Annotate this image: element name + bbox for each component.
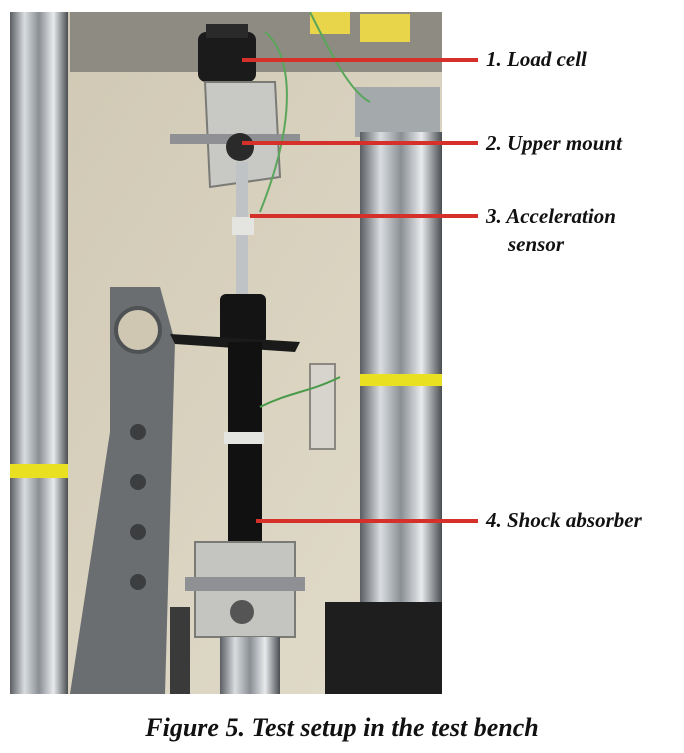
warning-label: [310, 12, 350, 34]
shock-absorber: [228, 342, 262, 572]
figure-caption: Figure 5. Test setup in the test bench: [145, 713, 539, 742]
acceleration-sensor-clip: [232, 217, 254, 235]
callout-text: Upper mount: [507, 131, 622, 155]
callout-text: Acceleration: [506, 204, 616, 228]
callout-label-shock-absorber: 4. Shock absorber: [486, 508, 642, 532]
left-column-tape: [10, 464, 68, 478]
left-bracket: [70, 287, 175, 694]
callout-line-shock-absorber: [256, 519, 478, 523]
callout-text-line2: sensor: [508, 232, 565, 256]
right-column-collar: [355, 87, 440, 137]
warning-label-2: [360, 14, 410, 42]
test-bench-photo: [10, 12, 442, 694]
callout-text: Shock absorber: [507, 508, 642, 532]
callout-line-acceleration-sensor: [250, 214, 478, 218]
test-bench-illustration: [10, 12, 442, 694]
side-sensor: [309, 363, 336, 450]
callout-number: 4.: [486, 508, 502, 532]
load-cell: [198, 32, 256, 82]
callout-text: Load cell: [507, 47, 587, 71]
callout-number: 1.: [486, 47, 502, 71]
callout-label-acceleration-sensor-line2: sensor: [508, 232, 564, 256]
actuator-rod: [220, 637, 280, 694]
callout-number: 3.: [486, 204, 502, 228]
callout-line-load-cell: [242, 58, 478, 62]
callout-number: 2.: [486, 131, 502, 155]
right-base-block: [325, 602, 442, 694]
callout-label-upper-mount: 2. Upper mount: [486, 131, 622, 155]
callout-label-load-cell: 1. Load cell: [486, 47, 587, 71]
callout-line-upper-mount: [242, 141, 478, 145]
right-column-tape: [360, 374, 442, 386]
bracket-hole: [114, 306, 162, 354]
shock-upper-body: [220, 294, 266, 344]
left-column: [10, 12, 68, 694]
callout-label-acceleration-sensor: 3. Acceleration: [486, 204, 616, 228]
